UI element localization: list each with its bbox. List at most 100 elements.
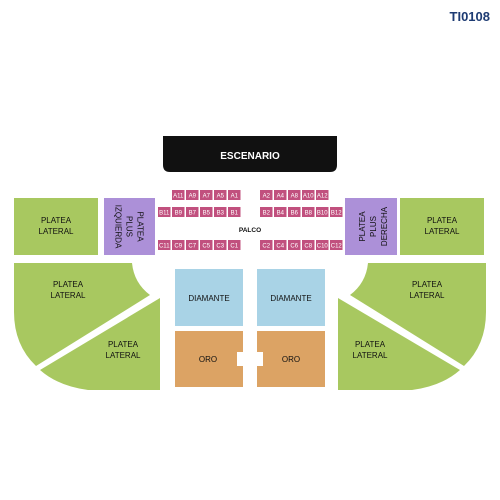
palco-box-a10[interactable] bbox=[302, 190, 315, 200]
palco-box-b5[interactable] bbox=[200, 207, 213, 217]
map-code: TI0108 bbox=[449, 9, 490, 24]
lateral-top-left-label-2: LATERAL bbox=[39, 227, 75, 236]
palco-box-label-b7: B7 bbox=[189, 210, 197, 216]
palco-box-c5[interactable] bbox=[200, 240, 213, 250]
palco-box-c11[interactable] bbox=[158, 240, 171, 250]
palco-box-label-b5: B5 bbox=[203, 210, 211, 216]
palco-box-label-b2: B2 bbox=[263, 210, 271, 216]
palco-box-b10[interactable] bbox=[316, 207, 329, 217]
section-platea-lateral-top-left[interactable]: PLATEA LATERAL bbox=[14, 198, 98, 255]
palco-box-label-c7: C7 bbox=[188, 243, 196, 249]
palco-box-label-a10: A10 bbox=[303, 193, 314, 199]
section-diamante-left[interactable]: DIAMANTE bbox=[175, 269, 243, 326]
palco-box-b2[interactable] bbox=[260, 207, 273, 217]
palco-box-a11[interactable] bbox=[172, 190, 185, 200]
palco-box-b3[interactable] bbox=[214, 207, 227, 217]
platea-plus-left-line-1: PLATEA bbox=[136, 211, 145, 242]
palco-box-b6[interactable] bbox=[288, 207, 301, 217]
diamante-left-shape bbox=[175, 269, 243, 326]
lateral-left-inner-label-1: PLATEA bbox=[108, 340, 139, 349]
palco-box-c6[interactable] bbox=[288, 240, 301, 250]
section-platea-lateral-left-outer[interactable]: PLATEA LATERAL bbox=[14, 263, 150, 366]
palco-box-label-a5: A5 bbox=[217, 193, 225, 199]
palco-box-label-b11: B11 bbox=[159, 210, 170, 216]
palco-box-label-c1: C1 bbox=[230, 243, 238, 249]
palco-box-b12[interactable] bbox=[330, 207, 343, 217]
palco-box-c10[interactable] bbox=[316, 240, 329, 250]
palco-box-label-a11: A11 bbox=[173, 193, 184, 199]
palco-box-c9[interactable] bbox=[172, 240, 185, 250]
oro-left-shape bbox=[175, 331, 243, 387]
lateral-right-outer-label-2: LATERAL bbox=[410, 291, 446, 300]
palco-box-b4[interactable] bbox=[274, 207, 287, 217]
palco-box-a8[interactable] bbox=[288, 190, 301, 200]
platea-plus-right-shape bbox=[345, 198, 397, 255]
palco-box-b9[interactable] bbox=[172, 207, 185, 217]
palco-box-label-b4: B4 bbox=[277, 210, 285, 216]
palco-box-a5[interactable] bbox=[214, 190, 227, 200]
palco-box-label-a7: A7 bbox=[203, 193, 211, 199]
palco-box-a1[interactable] bbox=[228, 190, 241, 200]
section-oro-left[interactable]: ORO bbox=[175, 331, 243, 387]
palco-box-c12[interactable] bbox=[330, 240, 343, 250]
oro-left-label: ORO bbox=[199, 355, 217, 364]
palco-box-label-c11: C11 bbox=[159, 243, 170, 249]
platea-plus-left-line-2: PLUS bbox=[125, 216, 134, 237]
palco-box-b8[interactable] bbox=[302, 207, 315, 217]
platea-plus-left-line-3: IZQUIERDA bbox=[114, 205, 123, 249]
palco-box-c2[interactable] bbox=[260, 240, 273, 250]
palco-box-label-b10: B10 bbox=[317, 210, 328, 216]
palco-box-label-a9: A9 bbox=[189, 193, 197, 199]
palco-box-label-b12: B12 bbox=[331, 210, 342, 216]
palco-box-c8[interactable] bbox=[302, 240, 315, 250]
palco-box-a2[interactable] bbox=[260, 190, 273, 200]
palco-box-label-c6: C6 bbox=[290, 243, 298, 249]
oro-right-label: ORO bbox=[282, 355, 300, 364]
palco-box-c1[interactable] bbox=[228, 240, 241, 250]
palco-box-a12[interactable] bbox=[316, 190, 329, 200]
palco-box-label-b6: B6 bbox=[291, 210, 299, 216]
lateral-right-inner-shape bbox=[338, 298, 460, 390]
palco-box-label-c5: C5 bbox=[202, 243, 210, 249]
palco-box-label-b1: B1 bbox=[231, 210, 239, 216]
stage[interactable]: ESCENARIO bbox=[163, 136, 337, 172]
lateral-top-right-shape bbox=[400, 198, 484, 255]
section-platea-lateral-left-inner[interactable]: PLATEA LATERAL bbox=[40, 298, 160, 390]
palco-box-label-b8: B8 bbox=[305, 210, 313, 216]
section-diamante-right[interactable]: DIAMANTE bbox=[257, 269, 325, 326]
section-oro-right[interactable]: ORO bbox=[257, 331, 325, 387]
palco-box-c7[interactable] bbox=[186, 240, 199, 250]
platea-plus-right-line-2: PLUS bbox=[369, 216, 378, 237]
palco-box-label-b3: B3 bbox=[217, 210, 225, 216]
palco-box-c3[interactable] bbox=[214, 240, 227, 250]
palco-box-a9[interactable] bbox=[186, 190, 199, 200]
palco-box-label-a2: A2 bbox=[263, 193, 271, 199]
stage-shape bbox=[163, 136, 337, 172]
section-platea-lateral-top-right[interactable]: PLATEA LATERAL bbox=[400, 198, 484, 255]
palco-box-b1[interactable] bbox=[228, 207, 241, 217]
section-platea-lateral-right-inner[interactable]: PLATEA LATERAL bbox=[338, 298, 460, 390]
lateral-right-outer-label-1: PLATEA bbox=[412, 280, 443, 289]
palco-box-label-c2: C2 bbox=[262, 243, 270, 249]
diamante-right-label: DIAMANTE bbox=[270, 294, 311, 303]
section-platea-lateral-right-outer[interactable]: PLATEA LATERAL bbox=[350, 263, 486, 366]
palco-label: PALCO bbox=[239, 227, 261, 234]
lateral-right-inner-label-2: LATERAL bbox=[353, 351, 389, 360]
palco-box-a4[interactable] bbox=[274, 190, 287, 200]
palco-box-label-a1: A1 bbox=[231, 193, 239, 199]
palco-box-b7[interactable] bbox=[186, 207, 199, 217]
palco-box-label-c9: C9 bbox=[174, 243, 182, 249]
palco-box-b11[interactable] bbox=[158, 207, 171, 217]
palco-box-label-a12: A12 bbox=[317, 193, 328, 199]
palco-box-c4[interactable] bbox=[274, 240, 287, 250]
lateral-left-outer-label-1: PLATEA bbox=[53, 280, 84, 289]
section-platea-plus-izquierda[interactable]: PLATEA PLUS IZQUIERDA bbox=[104, 198, 155, 255]
lateral-top-right-label-1: PLATEA bbox=[427, 216, 458, 225]
palco-box-a7[interactable] bbox=[200, 190, 213, 200]
section-platea-plus-derecha[interactable]: PLATEA PLUS DERECHA bbox=[345, 198, 397, 255]
palco-box-label-a4: A4 bbox=[277, 193, 285, 199]
palco-box-label-a8: A8 bbox=[291, 193, 299, 199]
lateral-left-outer-shape bbox=[14, 263, 150, 366]
lateral-top-right-label-2: LATERAL bbox=[425, 227, 461, 236]
